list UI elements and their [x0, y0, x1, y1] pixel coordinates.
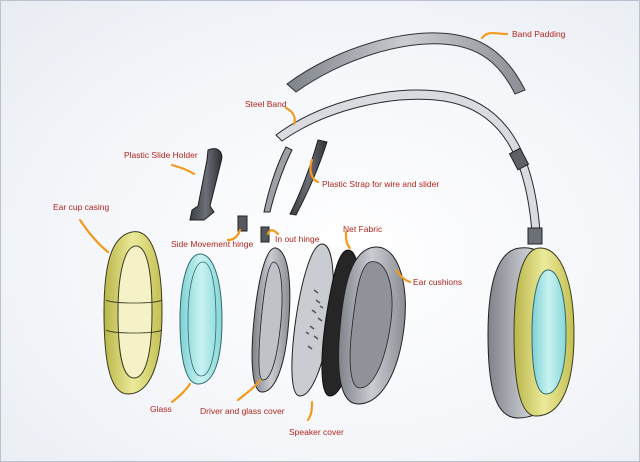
label-plastic-slide-holder: Plastic Slide Holder — [124, 150, 198, 160]
steel-band-segment — [263, 146, 293, 213]
plastic-strap-part — [289, 139, 328, 216]
label-ear-cup-casing: Ear cup casing — [53, 202, 110, 212]
label-band-padding: Band Padding — [512, 29, 566, 39]
in-out-hinge-part — [260, 226, 270, 243]
label-side-movement-hinge: Side Movement hinge — [171, 239, 254, 249]
ear-cushion-part — [338, 246, 406, 405]
label-in-out-hinge: In out hinge — [275, 234, 320, 244]
curved-arrow-icon — [170, 163, 196, 176]
curved-arrow-icon — [344, 230, 352, 250]
plastic-slide-holder-part — [189, 148, 223, 221]
glass-part — [179, 253, 223, 385]
curved-arrow-icon — [480, 31, 509, 40]
curved-arrow-icon — [394, 268, 412, 284]
label-speaker-cover: Speaker cover — [289, 427, 344, 437]
curved-arrow-icon — [266, 229, 280, 236]
curved-arrow-icon — [170, 382, 192, 404]
curved-arrow-icon — [226, 228, 242, 242]
band-slider-block — [508, 147, 530, 171]
curved-arrow-icon — [306, 400, 314, 422]
ear-cup-casing-part — [103, 231, 163, 395]
curved-arrow-icon — [284, 106, 296, 126]
label-steel-band: Steel Band — [245, 99, 287, 109]
label-ear-cushions: Ear cushions — [413, 277, 463, 287]
band-lower-bracket — [527, 227, 543, 245]
label-plastic-strap: Plastic Strap for wire and slider — [322, 179, 440, 189]
driver-and-glass-cover-part — [251, 247, 291, 393]
curved-arrow-icon — [236, 378, 262, 402]
label-driver-and-glass-cover: Driver and glass cover — [200, 406, 285, 416]
assembled-ear-cup — [487, 247, 575, 419]
label-net-fabric: Net Fabric — [343, 224, 383, 234]
label-glass: Glass — [150, 404, 172, 414]
curved-arrow-icon — [78, 218, 110, 254]
side-movement-hinge-part — [237, 215, 248, 232]
band-padding-part — [286, 32, 526, 95]
curved-arrow-icon — [309, 158, 320, 184]
